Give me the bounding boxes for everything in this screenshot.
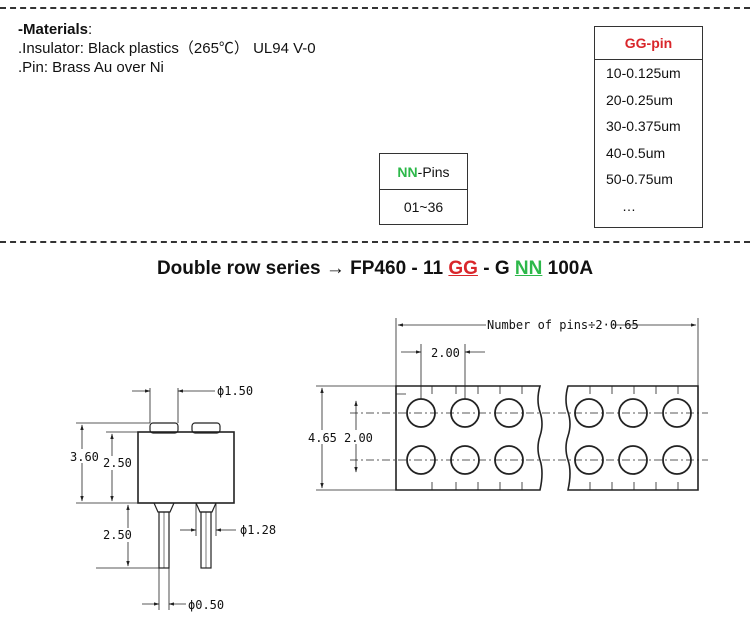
insulator-body (137, 431, 235, 504)
dim-phi-1-50: ϕ1.50 (217, 384, 253, 398)
middle-dashed-divider (0, 241, 750, 243)
dim-3-60: 3.60 (70, 450, 99, 464)
materials-heading: -Materials (18, 21, 89, 38)
pins-label: -Pins (417, 163, 450, 180)
nn-pins-table: NN-Pins 01~36 (379, 153, 468, 225)
series-nn: NN (514, 258, 543, 279)
dim-row-2-00: 2.00 (344, 431, 373, 445)
gg-pin-row: 10-0.125um (606, 65, 681, 81)
side-view: ϕ1.50 3.60 2.50 2.50 ϕ1.28 ϕ0.50 (68, 384, 276, 612)
dim-phi-1-28: ϕ1.28 (240, 523, 276, 537)
gg-pin-row-ellipsis: … (622, 197, 636, 214)
gg-pin-row: 40-0.5um (606, 144, 666, 161)
nn-label: NN (397, 163, 418, 180)
gg-pin-table: GG-pin 10-0.125um 20-0.25um 30-0.375um 4… (594, 26, 703, 228)
gg-pin-header: GG-pin (595, 27, 702, 60)
materials-pin: .Pin: Brass Au over Ni (18, 59, 164, 76)
gg-pin-row: 20-0.25um (606, 91, 673, 108)
body-block-left (395, 385, 543, 491)
dim-2-50-pin: 2.50 (103, 528, 132, 542)
body-block-right (565, 385, 699, 491)
pin-holes (406, 398, 692, 475)
materials-insulator: .Insulator: Black plastics（265℃） UL94 V-… (18, 40, 316, 57)
gg-pin-row: 50-0.75um (606, 171, 673, 187)
pin-cap-left (149, 422, 179, 434)
materials-block: -Materials: .Insulator: Black plastics（2… (18, 20, 316, 77)
series-prefix: Double row series → FP460 - 11 (156, 258, 449, 279)
nn-pins-value: 01~36 (403, 199, 444, 215)
top-dashed-divider (0, 7, 750, 9)
pin-necks (153, 502, 217, 513)
dim-number-of-pins: Number of pins÷2·0.65 (487, 318, 639, 332)
materials-heading-colon: : (88, 21, 93, 38)
series-mid: - G (477, 258, 515, 279)
series-code-title: Double row series → FP460 - 11 GG - G NN… (0, 258, 750, 280)
gg-pin-row: 30-0.375um (606, 118, 681, 134)
nn-pins-header: NN-Pins (380, 154, 467, 190)
dim-pitch-2-00: 2.00 (431, 346, 460, 360)
dim-2-50-body: 2.50 (103, 456, 132, 470)
pin-cap-right (191, 422, 221, 434)
dim-4-65: 4.65 (308, 431, 337, 445)
series-gg: GG (448, 258, 478, 279)
top-view: Number of pins÷2·0.65 2.00 4.65 2.00 (306, 318, 708, 491)
dim-phi-0-50: ϕ0.50 (188, 598, 224, 612)
series-suffix: 100A (542, 258, 594, 279)
